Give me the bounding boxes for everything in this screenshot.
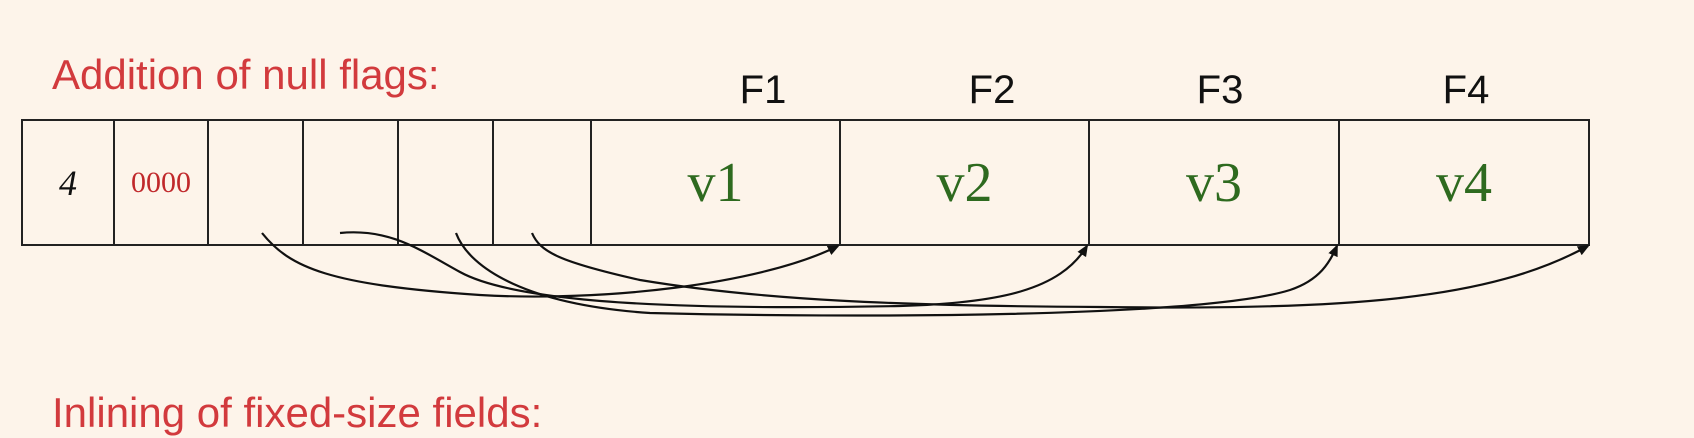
field-label-f1: F1: [739, 68, 787, 112]
count-cell: 4: [21, 119, 115, 246]
value-v2: v2: [936, 151, 993, 214]
pointer-cell-1: [207, 119, 304, 246]
pointer-cell-3: [397, 119, 494, 246]
pointer-cell-2: [302, 119, 399, 246]
field-label-f2: F2: [968, 68, 1016, 112]
inlining-heading: Inlining of fixed-size fields:: [52, 389, 543, 436]
field-label-f3: F3: [1196, 68, 1244, 112]
null-flags-cell: 0000: [113, 119, 209, 246]
value-cell-v3: v3: [1088, 119, 1340, 246]
value-cell-v1: v1: [590, 119, 841, 246]
null-flags-heading: Addition of null flags:: [52, 51, 440, 98]
value-cell-v4: v4: [1338, 119, 1590, 246]
null-flags-value: 0000: [131, 165, 191, 199]
value-cell-v2: v2: [839, 119, 1090, 246]
value-v1: v1: [687, 151, 744, 214]
value-v3: v3: [1186, 151, 1242, 214]
pointer-cell-4: [492, 119, 592, 246]
value-v4: v4: [1436, 151, 1492, 214]
field-label-f4: F4: [1442, 68, 1490, 112]
count-value: 4: [59, 162, 77, 203]
